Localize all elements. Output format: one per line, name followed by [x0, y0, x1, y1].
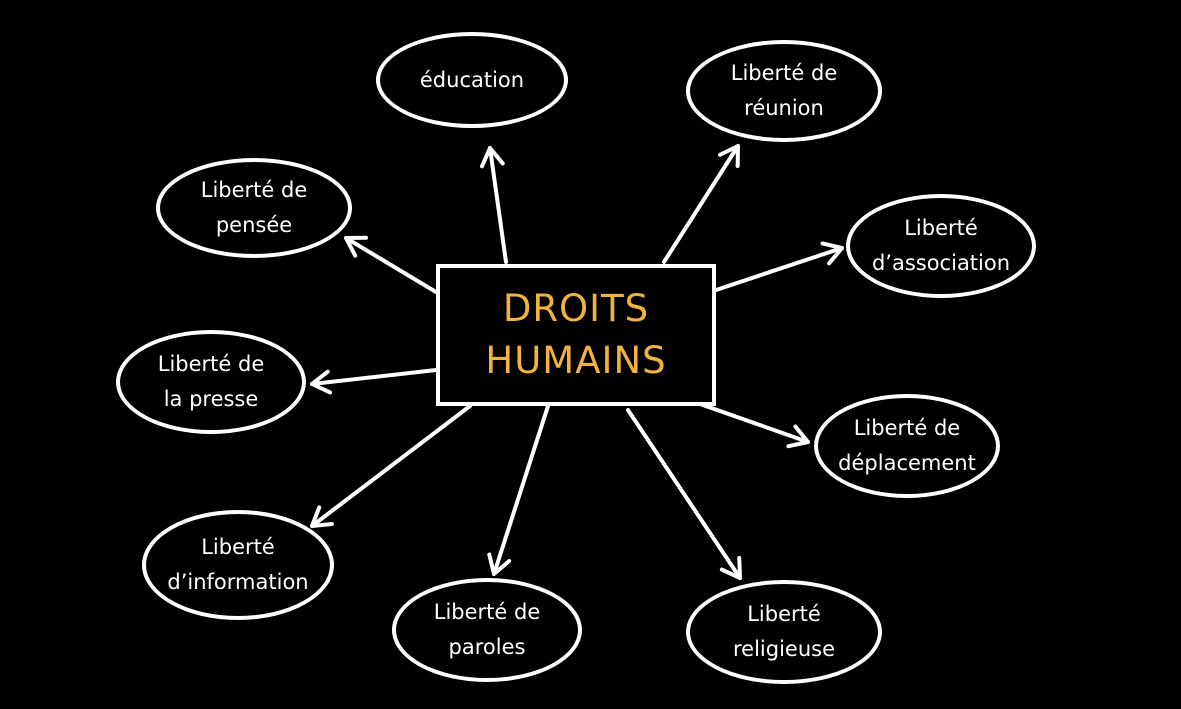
- center-box-droits-humains: DROITS HUMAINS: [436, 264, 716, 406]
- arrow-to-paroles: [487, 404, 550, 576]
- arrow-to-religieuse: [626, 408, 742, 580]
- arrow-to-presse: [310, 368, 438, 395]
- node-liberte-d-information: Liberté d’information: [142, 510, 334, 620]
- node-liberte-de-paroles: Liberté de paroles: [392, 578, 582, 682]
- node-liberte-religieuse: Liberté religieuse: [686, 580, 882, 684]
- node-liberte-d-association: Liberté d’association: [846, 194, 1036, 298]
- node-liberte-de-la-presse: Liberté de la presse: [116, 330, 306, 434]
- node-liberte-de-deplacement: Liberté de déplacement: [814, 394, 1000, 498]
- node-education: éducation: [376, 32, 568, 128]
- arrow-to-association: [714, 241, 844, 292]
- arrow-to-pensee: [344, 235, 438, 294]
- arrow-to-education: [480, 146, 508, 264]
- arrow-to-information: [310, 404, 472, 528]
- arrow-to-deplacement: [698, 402, 810, 449]
- node-liberte-de-pensee: Liberté de pensée: [156, 158, 352, 258]
- arrow-to-reunion: [662, 144, 740, 264]
- node-liberte-de-reunion: Liberté de réunion: [686, 40, 882, 142]
